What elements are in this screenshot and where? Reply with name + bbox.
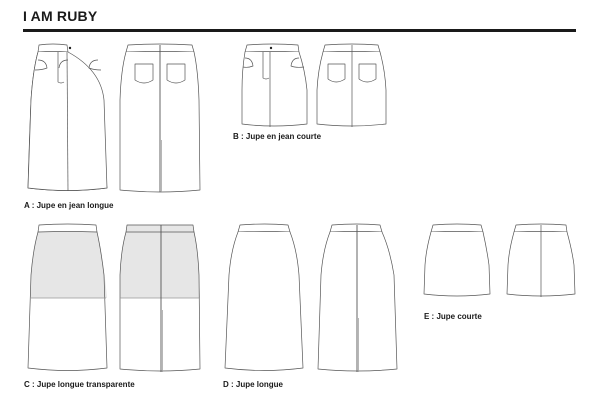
label-b: B : Jupe en jean courte	[233, 132, 322, 141]
skirt-a-front	[27, 43, 108, 192]
skirt-c-back	[119, 224, 201, 372]
skirt-b-front	[241, 43, 308, 127]
label-d: D : Jupe longue	[223, 380, 283, 389]
skirt-c-front	[27, 223, 108, 371]
skirt-d-front	[224, 223, 304, 371]
skirt-e-front	[423, 223, 491, 297]
label-a: A : Jupe en jean longue	[24, 201, 114, 210]
page-title: I AM RUBY	[23, 8, 98, 24]
label-c: C : Jupe longue transparente	[24, 380, 135, 389]
skirt-d-back	[317, 223, 398, 372]
skirt-a-back	[119, 43, 201, 193]
label-e: E : Jupe courte	[424, 312, 482, 321]
skirt-e-back	[506, 223, 576, 297]
title-rule	[23, 29, 576, 32]
skirt-b-back	[316, 43, 387, 127]
